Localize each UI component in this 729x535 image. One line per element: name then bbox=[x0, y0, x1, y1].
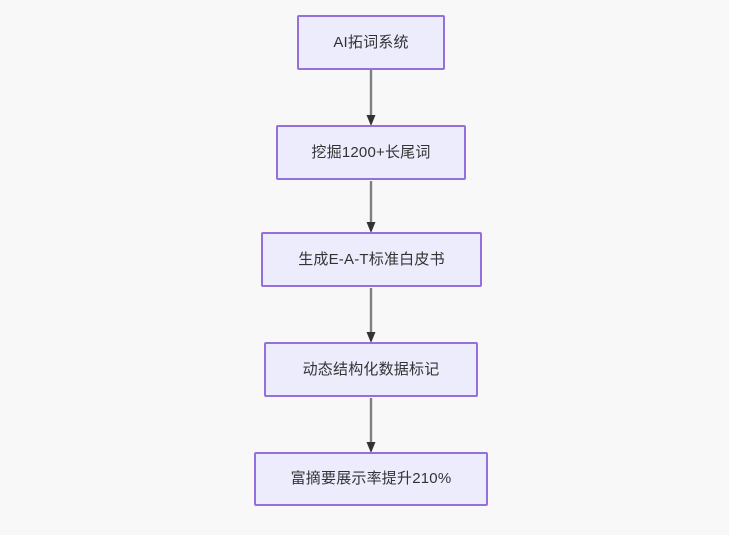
flowchart-node-label: 生成E-A-T标准白皮书 bbox=[298, 250, 445, 268]
flowchart-node-label: AI拓词系统 bbox=[333, 33, 409, 51]
flowchart-node-dynamic-structured-data-markup[interactable]: 动态结构化数据标记 bbox=[264, 342, 478, 397]
flowchart-node-ai-keyword-system[interactable]: AI拓词系统 bbox=[297, 15, 445, 70]
flowchart-node-generate-eat-whitepaper[interactable]: 生成E-A-T标准白皮书 bbox=[261, 232, 482, 287]
flowchart-node-label: 挖掘1200+长尾词 bbox=[311, 143, 431, 161]
flowchart-node-label: 动态结构化数据标记 bbox=[302, 360, 440, 378]
flowchart-node-mine-longtail-keywords[interactable]: 挖掘1200+长尾词 bbox=[276, 125, 466, 180]
flowchart-node-rich-snippet-impression-lift[interactable]: 富摘要展示率提升210% bbox=[254, 452, 488, 506]
flowchart-node-label: 富摘要展示率提升210% bbox=[290, 470, 452, 487]
